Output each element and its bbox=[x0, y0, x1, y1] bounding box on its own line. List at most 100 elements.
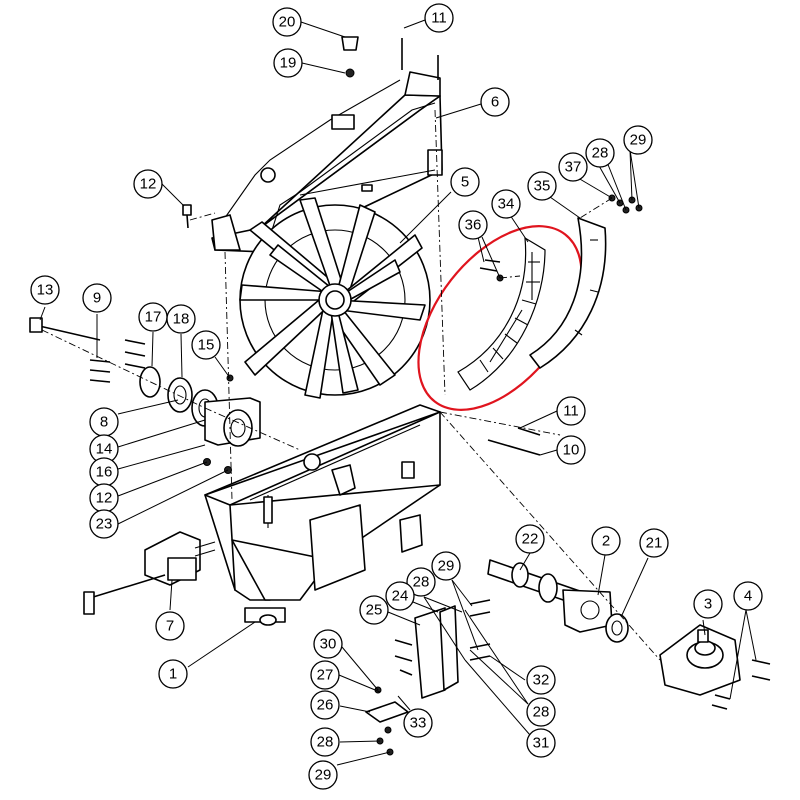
svg-text:18: 18 bbox=[173, 311, 190, 328]
svg-text:17: 17 bbox=[145, 309, 162, 326]
callout-10: 10 bbox=[556, 435, 586, 465]
svg-text:24: 24 bbox=[392, 588, 409, 605]
svg-text:21: 21 bbox=[646, 535, 663, 552]
svg-text:36: 36 bbox=[465, 217, 482, 234]
svg-text:20: 20 bbox=[279, 14, 296, 31]
callout-31: 31 bbox=[526, 728, 556, 758]
svg-text:5: 5 bbox=[461, 174, 469, 191]
svg-text:22: 22 bbox=[522, 531, 539, 548]
callout-11-right: 11 bbox=[556, 396, 586, 426]
callout-13: 13 bbox=[30, 275, 60, 305]
callout-32: 32 bbox=[526, 665, 556, 695]
callout-28-low: 28 bbox=[526, 697, 556, 727]
callout-26: 26 bbox=[310, 690, 340, 720]
svg-text:29: 29 bbox=[630, 132, 647, 149]
svg-text:16: 16 bbox=[96, 464, 113, 481]
callouts: 20 11 19 6 12 5 37 28 29 35 34 36 13 9 1… bbox=[30, 3, 763, 790]
callout-37: 37 bbox=[558, 152, 588, 182]
svg-text:32: 32 bbox=[533, 672, 550, 689]
svg-text:6: 6 bbox=[491, 94, 499, 111]
svg-text:25: 25 bbox=[366, 602, 383, 619]
callout-15: 15 bbox=[191, 330, 221, 360]
callout-14: 14 bbox=[89, 434, 119, 464]
svg-text:29: 29 bbox=[438, 558, 455, 575]
svg-text:11: 11 bbox=[431, 10, 447, 27]
fasteners-top-right bbox=[182, 36, 643, 456]
callout-20: 20 bbox=[272, 7, 302, 37]
callout-17: 17 bbox=[138, 302, 168, 332]
svg-text:3: 3 bbox=[704, 596, 712, 613]
callout-30: 30 bbox=[313, 629, 343, 659]
svg-text:37: 37 bbox=[565, 159, 582, 176]
svg-text:35: 35 bbox=[534, 178, 551, 195]
svg-text:23: 23 bbox=[96, 516, 113, 533]
callout-2: 2 bbox=[591, 526, 621, 556]
callout-19: 19 bbox=[273, 48, 303, 78]
callout-18: 18 bbox=[166, 304, 196, 334]
svg-text:12: 12 bbox=[96, 490, 113, 507]
callout-29-mid: 29 bbox=[431, 551, 461, 581]
left-bearing-assembly bbox=[29, 317, 261, 474]
svg-text:8: 8 bbox=[100, 414, 108, 431]
svg-text:34: 34 bbox=[498, 196, 515, 213]
shaft-and-drive-assembly bbox=[487, 559, 771, 710]
rotor-part bbox=[239, 197, 431, 399]
callout-5: 5 bbox=[450, 167, 480, 197]
svg-text:33: 33 bbox=[410, 715, 427, 732]
callout-25: 25 bbox=[359, 595, 389, 625]
svg-text:1: 1 bbox=[169, 666, 177, 683]
callout-3: 3 bbox=[693, 589, 723, 619]
callout-8: 8 bbox=[89, 407, 119, 437]
callout-1: 1 bbox=[158, 659, 188, 689]
callout-33: 33 bbox=[403, 708, 433, 738]
svg-text:29: 29 bbox=[315, 767, 332, 784]
curved-cover-part bbox=[529, 217, 607, 369]
svg-text:7: 7 bbox=[166, 618, 174, 635]
svg-text:10: 10 bbox=[563, 442, 580, 459]
callout-34: 34 bbox=[491, 189, 521, 219]
svg-text:31: 31 bbox=[533, 735, 550, 752]
svg-text:2: 2 bbox=[602, 533, 610, 550]
callout-35: 35 bbox=[527, 171, 557, 201]
callout-29-top: 29 bbox=[623, 125, 653, 155]
svg-text:27: 27 bbox=[317, 667, 334, 684]
bracket-assembly bbox=[365, 599, 491, 756]
callout-21: 21 bbox=[639, 528, 669, 558]
callout-28-mid: 28 bbox=[406, 567, 436, 597]
svg-text:28: 28 bbox=[533, 704, 550, 721]
svg-text:11: 11 bbox=[563, 403, 579, 420]
svg-text:12: 12 bbox=[140, 176, 157, 193]
guide-lines bbox=[41, 109, 661, 661]
svg-text:13: 13 bbox=[37, 282, 54, 299]
callout-6: 6 bbox=[480, 87, 510, 117]
svg-text:28: 28 bbox=[413, 574, 430, 591]
svg-text:4: 4 bbox=[744, 588, 752, 605]
callout-36: 36 bbox=[458, 210, 488, 240]
callout-24: 24 bbox=[385, 581, 415, 611]
svg-text:28: 28 bbox=[592, 145, 609, 162]
svg-text:28: 28 bbox=[317, 734, 334, 751]
callout-28-top: 28 bbox=[585, 138, 615, 168]
callout-11-top: 11 bbox=[424, 3, 454, 33]
upper-frame-part bbox=[211, 71, 443, 253]
callout-12-top: 12 bbox=[133, 169, 163, 199]
callout-16: 16 bbox=[89, 457, 119, 487]
callout-7: 7 bbox=[155, 611, 185, 641]
callout-9: 9 bbox=[82, 283, 112, 313]
callout-22: 22 bbox=[515, 524, 545, 554]
callout-12-left: 12 bbox=[89, 483, 119, 513]
svg-text:9: 9 bbox=[93, 290, 101, 307]
svg-text:30: 30 bbox=[320, 636, 337, 653]
lower-frame-part bbox=[204, 404, 441, 626]
screen-part bbox=[457, 236, 546, 391]
svg-text:19: 19 bbox=[280, 55, 297, 72]
svg-text:26: 26 bbox=[317, 697, 334, 714]
leader-lines bbox=[39, 19, 757, 766]
callout-4: 4 bbox=[733, 581, 763, 611]
svg-text:15: 15 bbox=[198, 337, 215, 354]
callout-23: 23 bbox=[89, 509, 119, 539]
tensioner-part bbox=[83, 531, 216, 615]
callout-29-bottom: 29 bbox=[308, 760, 338, 790]
svg-text:14: 14 bbox=[96, 441, 113, 458]
